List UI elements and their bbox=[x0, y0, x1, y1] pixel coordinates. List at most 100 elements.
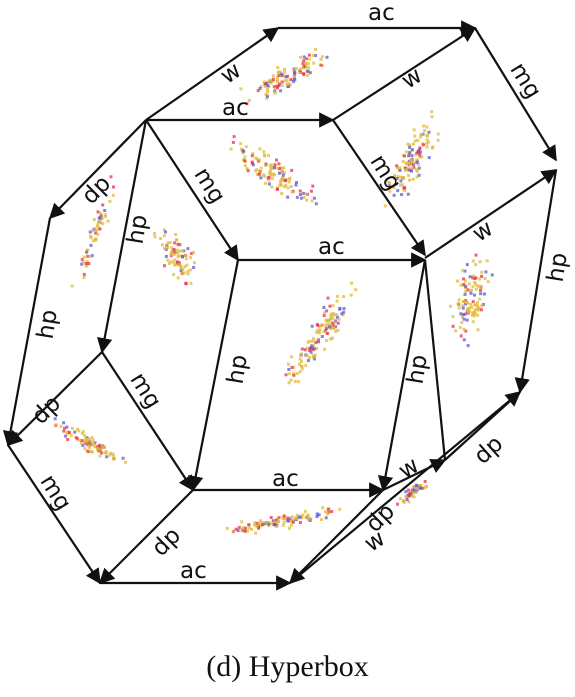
scatter-point bbox=[100, 216, 104, 220]
edge-right-w bbox=[424, 169, 558, 259]
scatter-point bbox=[64, 434, 68, 438]
scatter-point bbox=[294, 183, 298, 187]
scatter-point bbox=[404, 150, 408, 154]
scatter-point bbox=[325, 55, 329, 59]
scatter-point bbox=[103, 213, 107, 217]
scatter-point bbox=[415, 168, 418, 172]
scatter-point bbox=[402, 154, 406, 158]
scatter-point bbox=[425, 145, 429, 149]
scatter-point bbox=[312, 61, 316, 65]
scatter-point bbox=[181, 272, 185, 275]
scatter-point bbox=[292, 75, 296, 79]
scatter-point bbox=[395, 177, 399, 180]
scatter-point bbox=[480, 304, 484, 308]
scatter-point bbox=[63, 426, 67, 430]
scatter-point bbox=[277, 162, 281, 166]
scatter-point bbox=[476, 313, 480, 317]
scatter-point bbox=[415, 487, 419, 490]
scatter-point bbox=[330, 314, 334, 318]
scatter-point bbox=[234, 527, 238, 531]
scatter-point bbox=[70, 426, 74, 430]
scatter-point bbox=[456, 301, 460, 305]
label-hp-left: hp bbox=[33, 308, 63, 341]
scatter-point bbox=[282, 521, 286, 524]
scatter-point bbox=[322, 306, 326, 309]
scatter-point bbox=[176, 242, 180, 246]
scatter-point bbox=[406, 142, 410, 146]
scatter-point bbox=[66, 438, 70, 441]
scatter-point bbox=[462, 327, 466, 331]
scatter-point bbox=[242, 149, 245, 153]
scatter-point bbox=[278, 82, 281, 86]
scatter-point bbox=[99, 211, 103, 215]
scatter-point bbox=[291, 78, 294, 82]
scatter-point bbox=[412, 142, 415, 146]
scatter-point bbox=[170, 250, 173, 254]
scatter-point bbox=[331, 336, 334, 340]
scatter-point bbox=[292, 365, 296, 369]
scatter-point bbox=[464, 302, 467, 306]
scatter-point bbox=[419, 484, 423, 487]
scatter-point bbox=[403, 189, 407, 193]
scatter-point bbox=[328, 304, 332, 308]
scatter-point bbox=[337, 317, 341, 321]
scatter-point bbox=[268, 169, 272, 173]
scatter-point bbox=[479, 292, 483, 296]
scatter-point bbox=[282, 74, 286, 78]
scatter-point bbox=[175, 248, 179, 252]
scatter-point bbox=[405, 168, 409, 172]
scatter-point bbox=[76, 427, 79, 431]
scatter-point bbox=[419, 133, 423, 137]
scatter-point bbox=[102, 445, 106, 449]
scatter-point bbox=[436, 132, 440, 136]
scatter-point bbox=[265, 81, 269, 85]
scatter-point bbox=[269, 163, 273, 167]
scatter-point bbox=[259, 176, 263, 180]
scatter-point bbox=[325, 326, 328, 330]
scatter-point bbox=[422, 124, 426, 128]
scatter-point bbox=[295, 372, 299, 376]
scatter-point bbox=[310, 324, 314, 328]
scatter-point bbox=[340, 312, 344, 316]
scatter-point bbox=[396, 502, 399, 506]
scatter-point bbox=[93, 238, 97, 242]
scatter-point bbox=[326, 507, 330, 511]
edge-bottom-dp bbox=[98, 489, 194, 585]
scatter-point bbox=[404, 494, 408, 498]
scatter-point bbox=[176, 251, 180, 255]
scatter-point bbox=[333, 321, 337, 325]
scatter-point bbox=[309, 350, 313, 354]
scatter-point bbox=[473, 303, 477, 307]
scatter-point bbox=[239, 142, 243, 146]
scatter-point bbox=[470, 306, 474, 309]
scatter-point bbox=[257, 172, 261, 176]
scatter-point bbox=[411, 488, 415, 492]
scatter-point bbox=[393, 173, 397, 177]
scatter-point bbox=[457, 306, 461, 310]
edge-bottom-mg bbox=[7, 444, 101, 585]
scatter-point bbox=[294, 67, 298, 70]
axis-labels: ac w ac w mg mg w hp dp hp mg ac hp hp h… bbox=[27, 0, 573, 584]
scatter-point bbox=[263, 82, 267, 86]
scatter-point bbox=[415, 490, 419, 494]
scatter-point bbox=[334, 325, 338, 329]
scatter-point bbox=[244, 145, 248, 149]
scatter-point bbox=[108, 453, 112, 457]
edge-far-right-hp bbox=[514, 169, 558, 394]
scatter-point bbox=[286, 186, 290, 190]
scatter-point bbox=[331, 316, 335, 320]
scatter-point bbox=[178, 249, 182, 253]
scatter-point bbox=[320, 518, 323, 521]
scatter-point bbox=[179, 269, 183, 273]
label-w-top-left: w bbox=[216, 57, 246, 89]
scatter-point bbox=[461, 304, 465, 308]
scatter-point bbox=[257, 526, 260, 530]
scatter-point bbox=[406, 192, 410, 196]
scatter-point bbox=[101, 222, 105, 226]
scatter-point bbox=[479, 286, 483, 290]
scatter-point bbox=[430, 146, 434, 150]
scatter-point bbox=[312, 357, 316, 361]
scatter-point bbox=[92, 218, 96, 222]
scatter-point bbox=[99, 213, 103, 217]
scatter-point bbox=[319, 58, 323, 61]
